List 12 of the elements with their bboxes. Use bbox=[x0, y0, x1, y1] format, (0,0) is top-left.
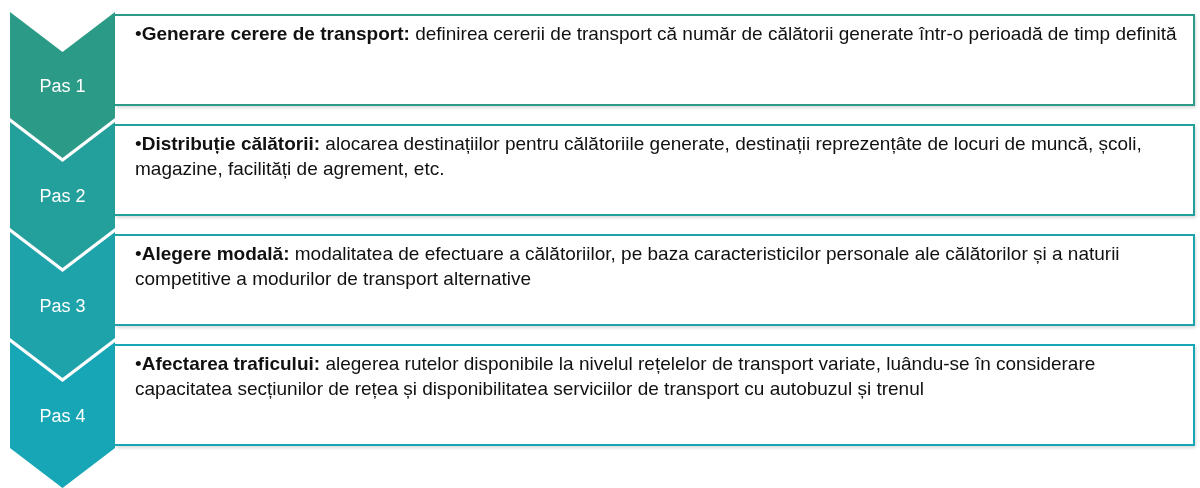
step-description-box bbox=[115, 234, 1195, 326]
step-label: Pas 1 bbox=[38, 76, 87, 97]
step-label: Pas 3 bbox=[38, 296, 87, 317]
step-description-box bbox=[115, 124, 1195, 216]
step-description-box bbox=[115, 14, 1195, 106]
step-label: Pas 4 bbox=[38, 406, 87, 427]
step-description-box bbox=[115, 344, 1195, 446]
step-description: •Distribuție călătorii: alocarea destinațiilor pentru călătoriile generate, destinații reprezențâte de locuri de muncă, școli, magazine, facilități de agrement, etc. bbox=[135, 132, 1143, 181]
step-description: •Generare cerere de transport: definirea cererii de transport că număr de călătorii generate într-o perioadă de timp definită bbox=[135, 22, 1178, 46]
step-description: •Afectarea traficului: alegerea rutelor disponibile la nivelul rețelelor de transport variate, luându-se în considerare capacitatea secțiunilor de rețea și disponibilitatea serviciilor de transport cu autobuzul și trenul bbox=[135, 352, 1097, 401]
step-description: •Alegere modală: modalitatea de efectuare a călătoriilor, pe baza caracteristicilor personale ale călătorilor și a naturii competitive a modurilor de transport alternative bbox=[135, 242, 1121, 291]
step-label: Pas 2 bbox=[38, 186, 87, 207]
